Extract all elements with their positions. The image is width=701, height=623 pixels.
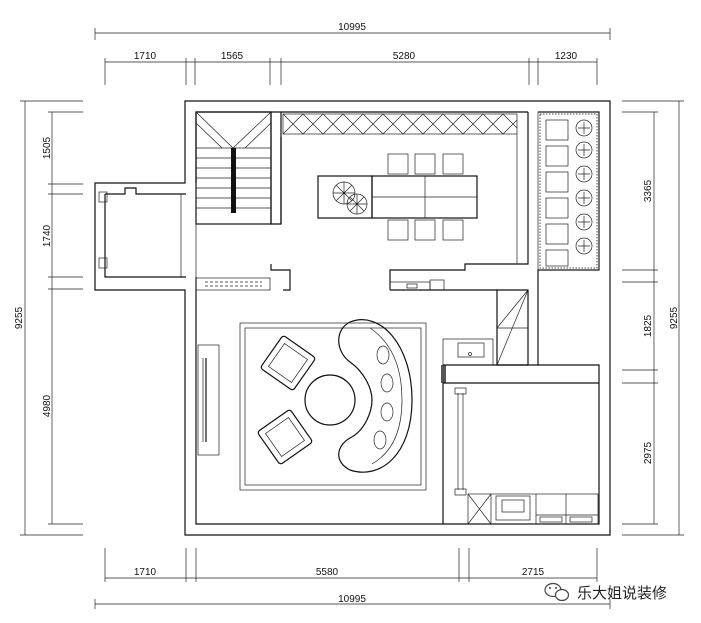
top-total-dim: 10995 xyxy=(338,22,366,33)
right-dimensions: 9255 3365 1825 2975 xyxy=(622,100,684,536)
top-dim-4: 1230 xyxy=(555,51,578,62)
curved-sofa xyxy=(338,319,413,473)
watermark-text: 乐大姐说装修 xyxy=(577,584,667,602)
living-room xyxy=(197,319,446,524)
left-total-dim: 9255 xyxy=(14,306,25,329)
bottom-dim-2: 5580 xyxy=(316,567,339,578)
tv-cabinet xyxy=(197,344,220,456)
planter-box xyxy=(537,111,600,271)
armchair-2 xyxy=(257,409,313,465)
kitchen-island xyxy=(317,175,373,219)
bottom-dimensions: 1710 5580 2715 10995 xyxy=(94,548,611,609)
island-plant xyxy=(332,181,368,215)
dining-chairs xyxy=(387,153,464,241)
staircase xyxy=(195,111,291,291)
dining-area xyxy=(280,112,529,291)
top-dimensions: 10995 1710 1565 5280 1230 xyxy=(94,22,611,85)
area-rug xyxy=(239,322,427,491)
left-dim-3: 4980 xyxy=(42,394,53,417)
right-total-dim: 9255 xyxy=(669,306,680,329)
coffee-table xyxy=(304,374,356,426)
right-dim-3: 2975 xyxy=(643,441,654,464)
armchair-1 xyxy=(260,335,316,391)
top-dim-3: 5280 xyxy=(393,51,416,62)
wechat-icon xyxy=(544,582,570,602)
left-dimensions: 9255 1505 1740 4980 xyxy=(14,100,83,536)
wardrobe xyxy=(467,493,599,525)
left-dim-2: 1740 xyxy=(42,224,53,247)
right-dim-2: 1825 xyxy=(643,314,654,337)
top-dim-1: 1710 xyxy=(134,51,157,62)
bedroom xyxy=(390,289,599,525)
right-dim-1: 3365 xyxy=(643,179,654,202)
entry-foyer xyxy=(98,187,197,278)
bottom-dim-1: 1710 xyxy=(134,567,157,578)
bottom-dim-3: 2715 xyxy=(522,567,545,578)
left-dim-1: 1505 xyxy=(42,136,53,159)
bottom-total-dim: 10995 xyxy=(338,594,366,605)
watermark: 乐大姐说装修 xyxy=(544,582,667,602)
outer-walls xyxy=(94,100,611,536)
top-dim-2: 1565 xyxy=(221,51,244,62)
